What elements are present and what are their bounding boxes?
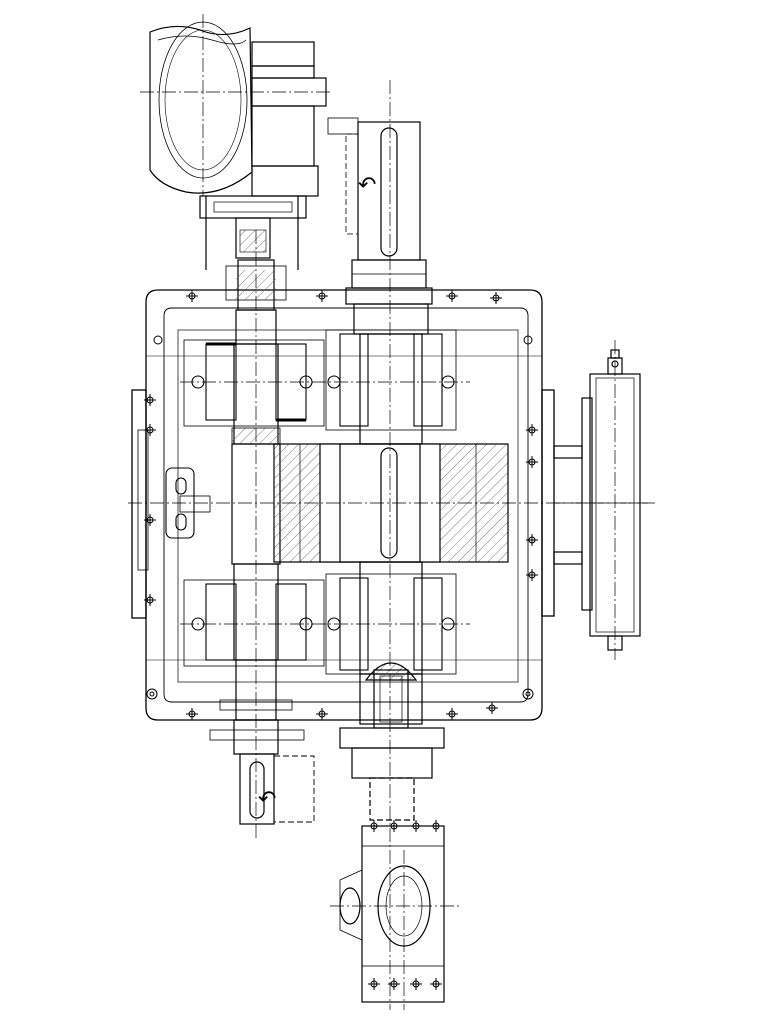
pump-bolts bbox=[368, 820, 442, 990]
gearbox-housing bbox=[131, 289, 555, 721]
rotation-arrow-bottom: ↶ bbox=[258, 787, 276, 812]
input-shaft-coupling-guard bbox=[273, 755, 315, 823]
side-fan-unit bbox=[553, 349, 641, 651]
centerlines bbox=[128, 14, 655, 1010]
rotation-arrow-top: ↶ bbox=[358, 173, 376, 198]
housing-bolts bbox=[144, 290, 538, 720]
motor bbox=[149, 21, 327, 270]
bottom-pump bbox=[339, 662, 445, 1003]
output-shaft-top bbox=[327, 117, 433, 305]
